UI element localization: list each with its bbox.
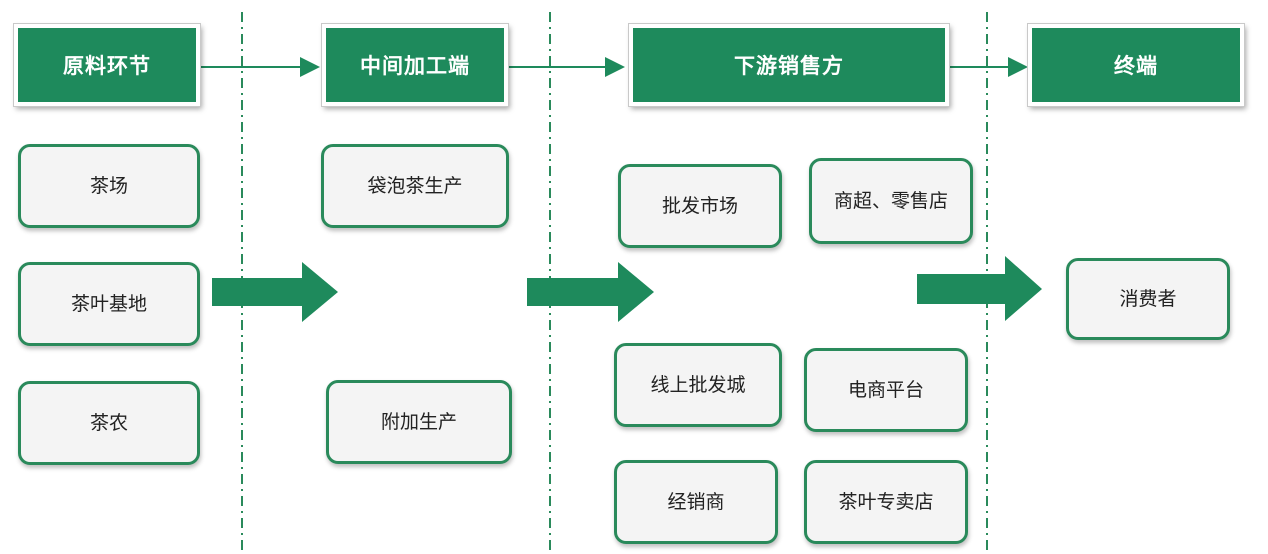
node-label: 茶场 bbox=[89, 175, 128, 197]
node-online-wholesale: 线上批发城 bbox=[614, 343, 782, 427]
stage-header-sales: 下游销售方 bbox=[628, 23, 950, 107]
stage-header-terminal: 终端 bbox=[1027, 23, 1245, 107]
node-ecommerce-platform: 电商平台 bbox=[804, 348, 968, 432]
node-tea-farmer: 茶农 bbox=[18, 381, 200, 465]
node-label: 电商平台 bbox=[847, 379, 924, 401]
node-label: 茶叶专卖店 bbox=[838, 491, 934, 513]
node-wholesale-market: 批发市场 bbox=[618, 164, 782, 248]
node-distributor: 经销商 bbox=[614, 460, 778, 544]
node-label: 消费者 bbox=[1119, 288, 1177, 310]
thick-right-arrow-icon bbox=[917, 256, 1042, 321]
node-tea-base: 茶叶基地 bbox=[18, 262, 200, 346]
stage-header-raw: 原料环节 bbox=[13, 23, 201, 107]
node-label: 茶农 bbox=[89, 412, 128, 434]
node-teabag-production: 袋泡茶生产 bbox=[321, 144, 509, 228]
node-label: 线上批发城 bbox=[650, 374, 746, 396]
node-label: 商超、零售店 bbox=[833, 190, 948, 212]
node-consumer: 消费者 bbox=[1066, 258, 1230, 340]
node-label: 附加生产 bbox=[380, 411, 457, 433]
node-label: 茶叶基地 bbox=[70, 293, 147, 315]
node-label: 经销商 bbox=[667, 491, 725, 513]
node-label: 袋泡茶生产 bbox=[367, 175, 463, 197]
node-tea-specialty-store: 茶叶专卖店 bbox=[804, 460, 968, 544]
thick-right-arrow-icon bbox=[212, 262, 338, 322]
node-auxiliary-production: 附加生产 bbox=[326, 380, 512, 464]
node-supermarket-retail: 商超、零售店 bbox=[809, 158, 973, 244]
thick-right-arrow-icon bbox=[527, 262, 654, 322]
node-label: 批发市场 bbox=[661, 195, 738, 217]
stage-header-processing: 中间加工端 bbox=[321, 23, 509, 107]
node-tea-farm: 茶场 bbox=[18, 144, 200, 228]
